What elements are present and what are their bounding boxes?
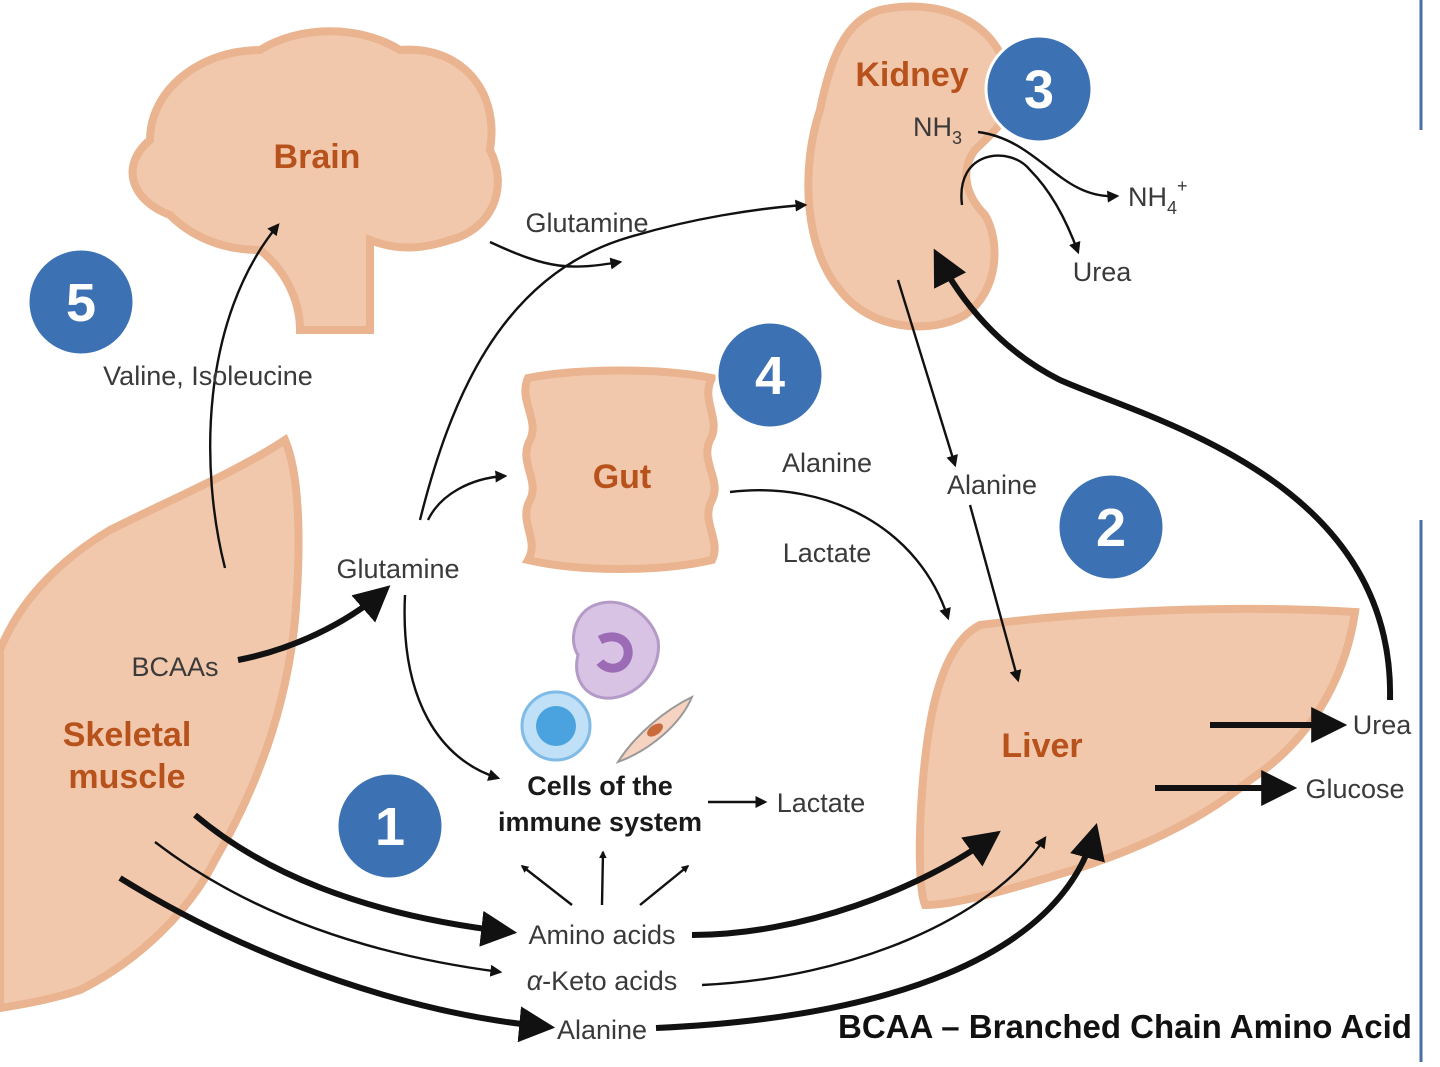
brain-label: Brain bbox=[274, 138, 361, 176]
arrow-kidney-to-alanine bbox=[896, 279, 958, 468]
skeletal-muscle-shape bbox=[0, 433, 303, 1013]
badge-5: 5 bbox=[26, 247, 136, 357]
gut-label: Gut bbox=[593, 458, 652, 496]
arrow-bcaas-to-glutamine bbox=[237, 585, 391, 663]
arrow-muscle-to-amino-acids bbox=[193, 812, 518, 947]
glucose-label: Glucose bbox=[1305, 774, 1404, 804]
amino-acids-label: Amino acids bbox=[528, 920, 675, 950]
arrow-glutamine-to-immune bbox=[403, 594, 501, 781]
brain-shape bbox=[128, 27, 502, 334]
badge-4-number: 4 bbox=[755, 346, 785, 406]
glutamine-top-label: Glutamine bbox=[525, 208, 648, 238]
arrow-amino-to-immune-right bbox=[639, 865, 690, 906]
arrow-amino-to-immune-center bbox=[599, 850, 607, 906]
urea-liver-label: Urea bbox=[1353, 710, 1413, 740]
arrow-glutamine-to-kidney bbox=[418, 199, 808, 521]
glutamine-mid-label: Glutamine bbox=[336, 554, 459, 584]
skeletal-muscle-label-line2: muscle bbox=[68, 758, 185, 796]
badge-2: 2 bbox=[1056, 472, 1166, 582]
arrow-alanine-to-liver bbox=[655, 823, 1105, 1031]
urea-kidney-label: Urea bbox=[1073, 257, 1133, 287]
gut-shape bbox=[521, 366, 719, 573]
lactate-gut-label: Lactate bbox=[783, 538, 872, 568]
badge-4: 4 bbox=[715, 320, 825, 430]
alanine-gut-label: Alanine bbox=[782, 448, 872, 478]
nh4-label: NH4+ bbox=[1128, 176, 1188, 218]
immune-cells-label-line2: immune system bbox=[498, 807, 702, 837]
skeletal-muscle-label-line1: Skeletal bbox=[63, 716, 192, 754]
arrow-nh3-to-nh4 bbox=[977, 130, 1120, 203]
arrow-urea-to-kidney bbox=[933, 248, 1394, 701]
valine-isoleucine-label: Valine, Isoleucine bbox=[103, 361, 313, 391]
liver-shape bbox=[915, 604, 1360, 910]
arrow-keto-acids-to-liver bbox=[701, 836, 1047, 987]
badge-5-number: 5 bbox=[66, 273, 96, 333]
arrow-gut-to-liver bbox=[729, 489, 951, 621]
badge-3: 3 bbox=[984, 34, 1094, 144]
badge-1-number: 1 bbox=[375, 797, 405, 857]
kidney-label: Kidney bbox=[855, 56, 968, 94]
keto-acids-label: α-Keto acids bbox=[527, 966, 677, 996]
arrow-kidney-to-urea bbox=[960, 154, 1081, 255]
arrow-amino-acids-to-liver bbox=[691, 830, 1001, 938]
arrow-glutamine-top-segment bbox=[489, 240, 623, 270]
arrow-muscle-to-brain bbox=[209, 223, 280, 569]
liver-label: Liver bbox=[1001, 727, 1082, 765]
arrow-muscle-to-alanine bbox=[118, 875, 556, 1043]
bcaas-label: BCAAs bbox=[131, 652, 218, 682]
arrow-glutamine-to-gut bbox=[426, 470, 508, 521]
arrow-amino-to-immune-left bbox=[520, 865, 573, 906]
badge-2-number: 2 bbox=[1096, 498, 1126, 558]
lactate-immune-label: Lactate bbox=[777, 788, 866, 818]
arrow-muscle-to-keto-acids bbox=[154, 841, 503, 977]
bcaa-caption: BCAA – Branched Chain Amino Acid bbox=[838, 1008, 1412, 1045]
nh3-label: NH3 bbox=[913, 112, 962, 148]
badge-1: 1 bbox=[335, 771, 445, 881]
kidney-shape bbox=[804, 2, 1015, 331]
badge-3-number: 3 bbox=[1024, 60, 1054, 120]
alanine-kidney-label: Alanine bbox=[947, 470, 1037, 500]
arrow-alanine-to-liver-right bbox=[968, 504, 1022, 683]
alanine-bottom-label: Alanine bbox=[557, 1015, 647, 1045]
immune-cells-illustration bbox=[520, 600, 694, 764]
immune-cells-label-line1: Cells of the bbox=[527, 771, 673, 801]
